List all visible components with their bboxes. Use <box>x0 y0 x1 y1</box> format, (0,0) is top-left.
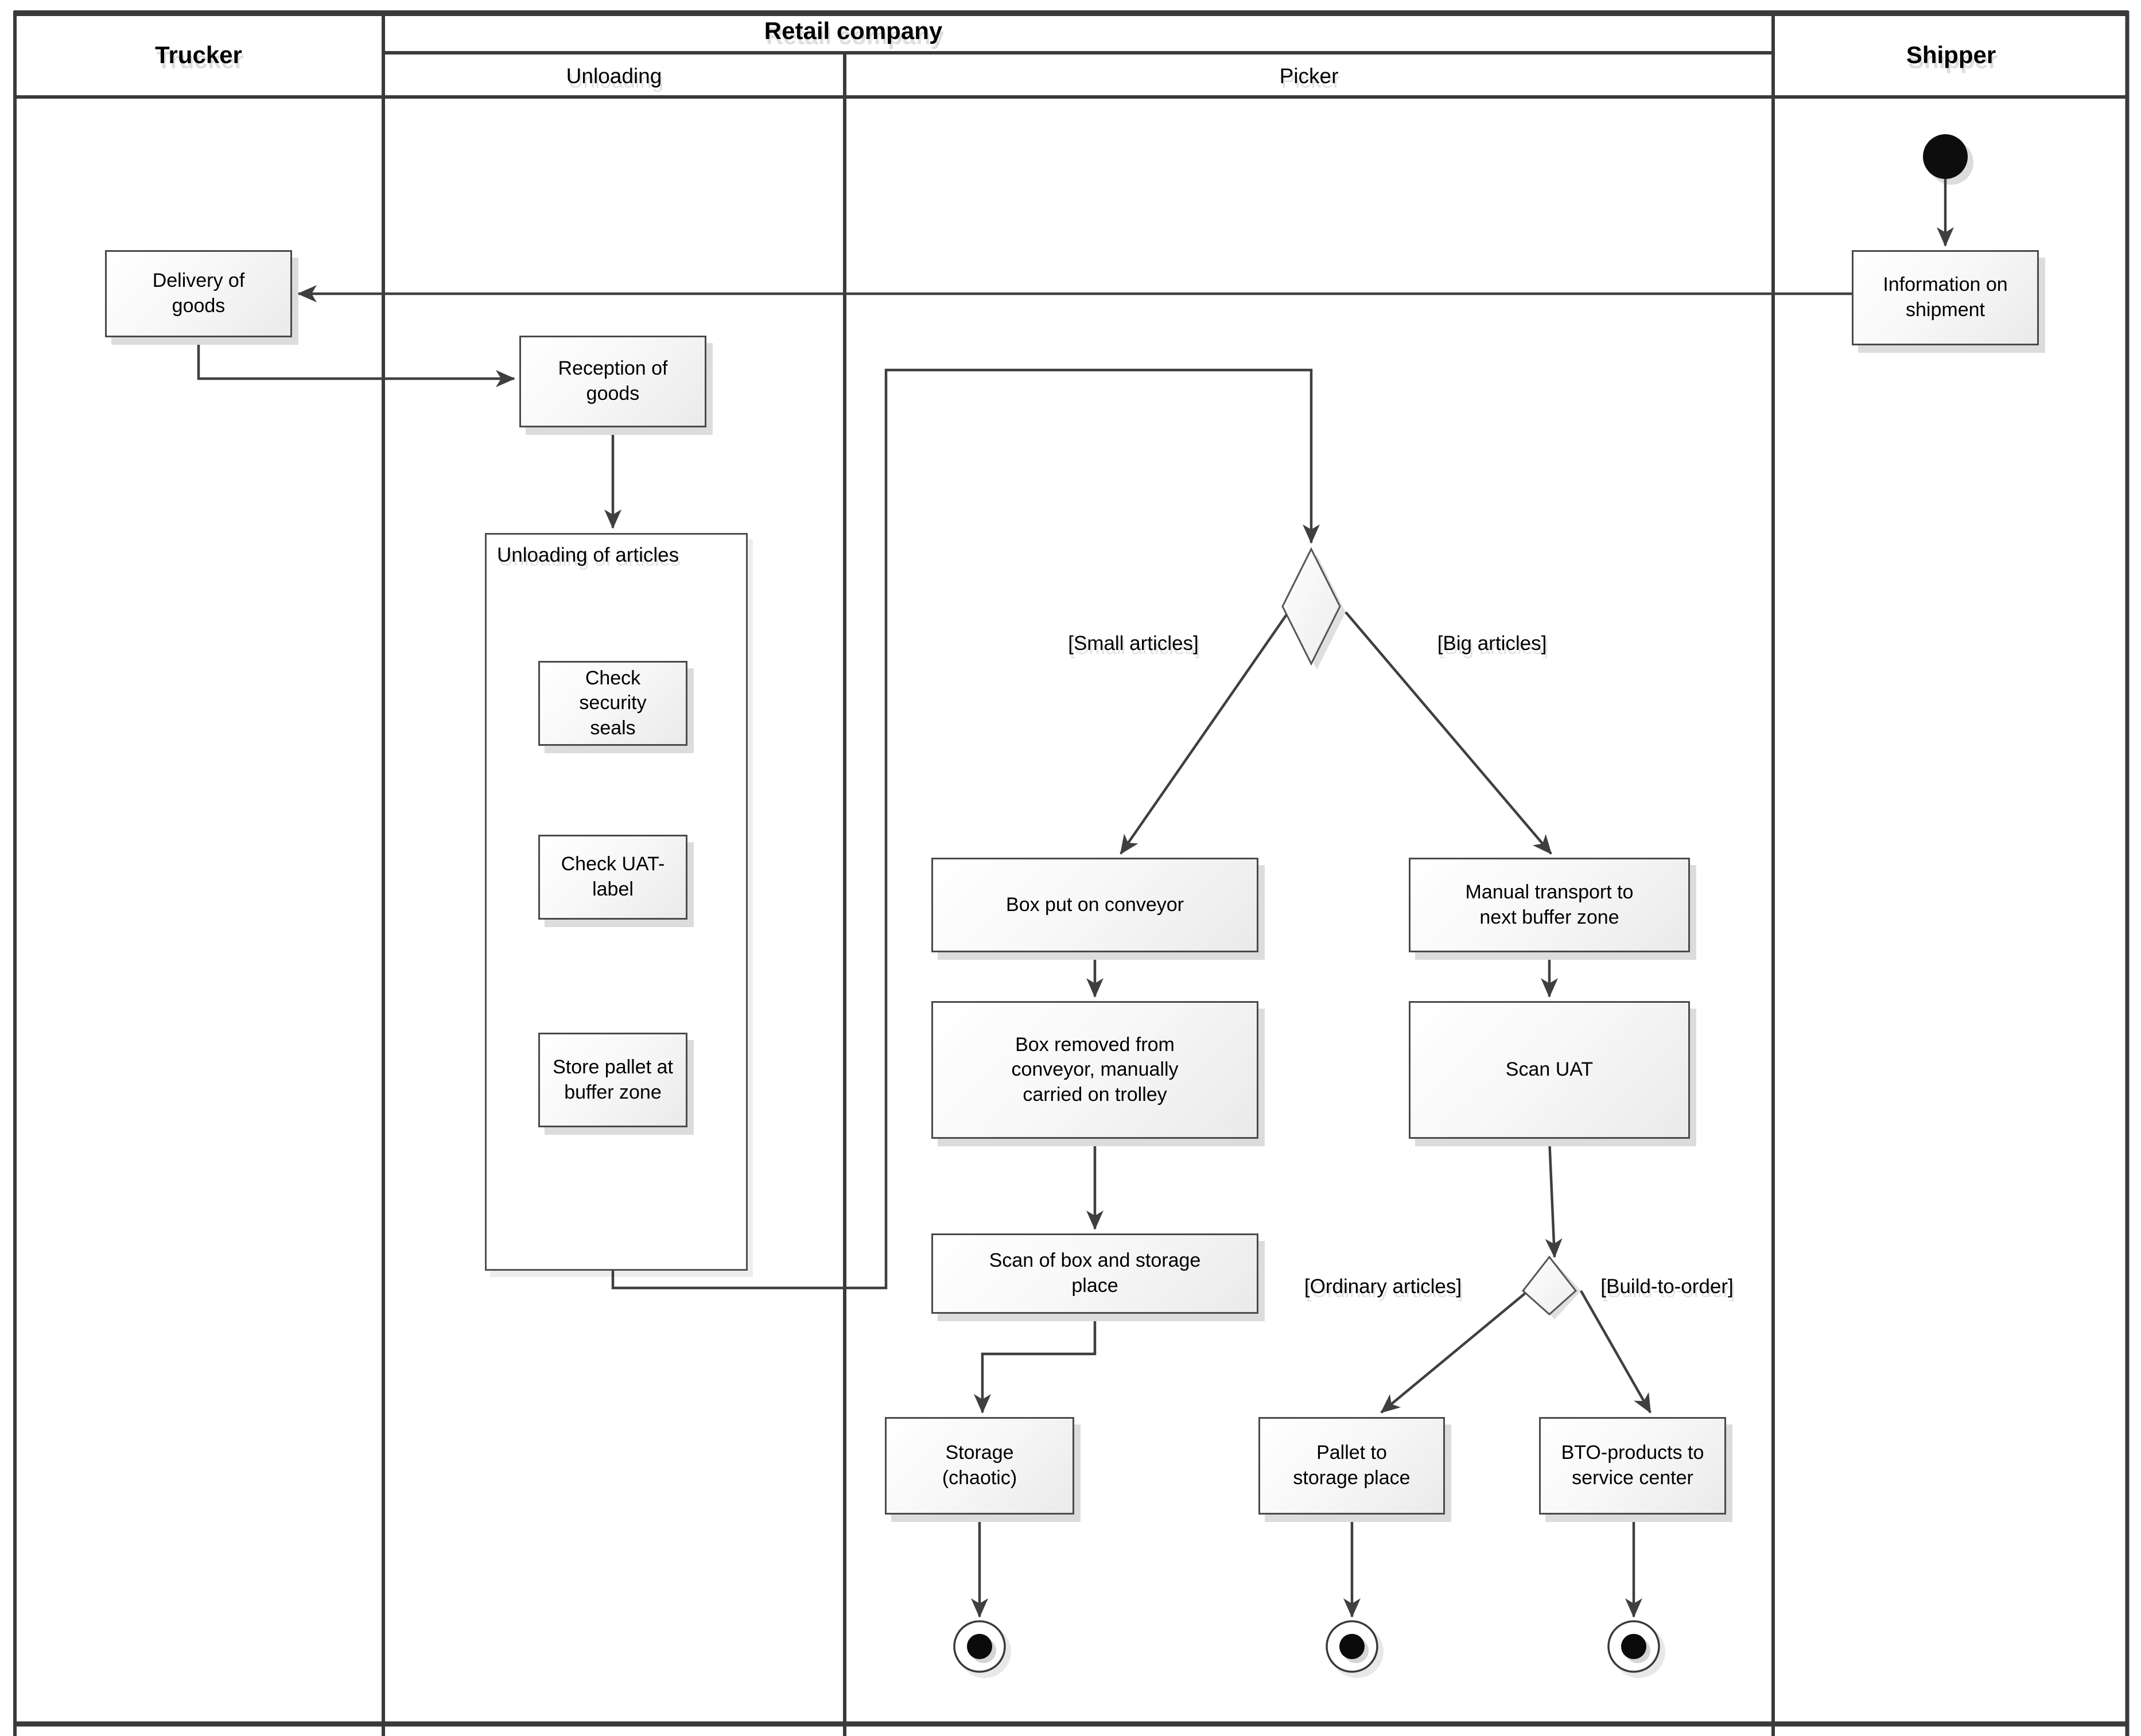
lane-header-trucker: Trucker <box>155 41 242 68</box>
lane-header-unloading: Unloading <box>566 64 662 88</box>
decision-node-article-type <box>1521 1255 1577 1316</box>
swimlane-grid <box>13 10 2130 1736</box>
activity-reception-of-goods: Reception of goods <box>519 336 706 427</box>
final-node-pallet <box>1326 1620 1378 1673</box>
control-nodes <box>586 134 1968 1673</box>
activity-store-pallet-at-buffer-zone: Store pallet at buffer zone <box>538 1033 687 1127</box>
edge-decision2-ordinary <box>1380 1290 1529 1414</box>
activity-manual-transport-to-next-buffer-zone: Manual transport to next buffer zone <box>1409 858 1690 952</box>
edge-delivery-to-reception <box>197 337 515 387</box>
final-node-storage <box>953 1620 1006 1673</box>
lane-header-shipper: Shipper <box>1906 41 1996 68</box>
edge-scanuat-to-decision2 <box>1545 1138 1563 1258</box>
activity-pallet-to-storage-place: Pallet to storage place <box>1258 1417 1445 1515</box>
guard-big-articles: [Big articles] <box>1437 632 1547 655</box>
activity-delivery-of-goods: Delivery of goods <box>105 250 292 337</box>
activity-storage-chaotic: Storage (chaotic) <box>885 1417 1074 1515</box>
decision-node-article-size <box>1281 547 1341 666</box>
activity-box-put-on-conveyor: Box put on conveyor <box>931 858 1258 952</box>
guard-small-articles: [Small articles] <box>1068 632 1199 655</box>
lane-header-retail-company: Retail company <box>764 17 943 44</box>
final-node-bto <box>1607 1620 1660 1673</box>
guard-ordinary-articles: [Ordinary articles] <box>1304 1275 1462 1298</box>
activity-check-uat-label: Check UAT-label <box>538 835 687 920</box>
edge-decision2-bto <box>1580 1290 1652 1414</box>
activity-information-on-shipment: Information on shipment <box>1852 250 2039 345</box>
edge-decision1-small <box>1120 611 1289 855</box>
edge-decision1-big <box>1345 611 1552 855</box>
activity-scan-uat: Scan UAT <box>1409 1001 1690 1139</box>
guard-build-to-order: [Build-to-order] <box>1600 1275 1734 1298</box>
activity-check-security-seals: Check security seals <box>538 661 687 746</box>
initial-node-shipper <box>1923 134 1968 179</box>
activity-scan-of-box-and-storage-place: Scan of box and storage place <box>931 1233 1258 1314</box>
unloading-of-articles-frame-label: Unloading of articles <box>497 544 679 566</box>
lane-header-picker: Picker <box>1279 64 1339 88</box>
edge-scanbox-to-storage <box>974 1314 1097 1414</box>
edge-frame-to-decision1 <box>611 368 1320 1290</box>
activity-box-removed-from-conveyor: Box removed from conveyor, manually carr… <box>931 1001 1258 1139</box>
activity-bto-products-to-service-center: BTO-products to service center <box>1539 1417 1726 1515</box>
